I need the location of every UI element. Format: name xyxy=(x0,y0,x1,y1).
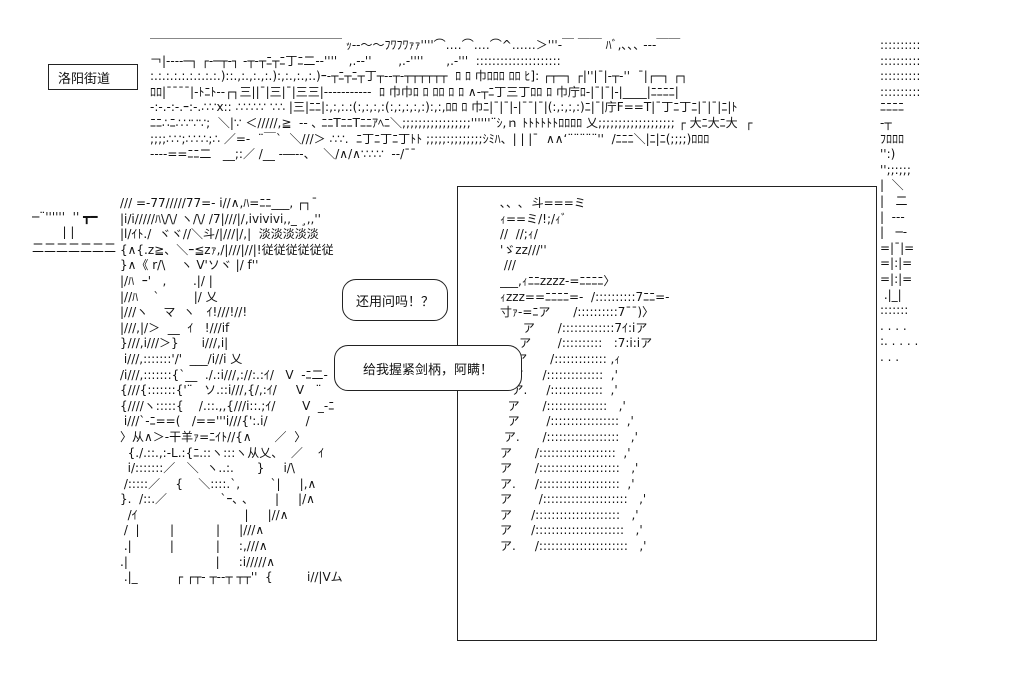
left-edge-scenery: ─¨'''''' '' ┳━ | | 二二二二二二二 xyxy=(32,209,117,255)
place-label: 洛阳街道 xyxy=(58,72,111,87)
right-edge-scenery: :::::::::: :::::::::: :::::::::: :::::::… xyxy=(880,38,921,364)
sword-drawing: ､、､ 斗===ミ ｨ==ミ/!;/ｨﾞ // //;ｨ/ 'ゞzz///'' … xyxy=(500,196,670,554)
warrior-character: /// =-77/////77=- i//∧,ﾊ=ﾆﾆ___, ┌┐¯ |i/i… xyxy=(120,196,343,585)
sword-panel xyxy=(457,186,877,641)
speech-bubble-question: 还用问吗！？ xyxy=(342,279,448,321)
city-street-background: ￣￣￣￣￣￣￣￣￣￣￣￣￣￣￣￣ ｯ‐‐～～ﾌﾜﾌﾜｧｧ''''⌒‥‥⌒‥‥⌒^… xyxy=(150,38,753,162)
place-label-frame xyxy=(48,64,138,90)
speech-bubble-line: 给我握紧剑柄，阿瞒！ xyxy=(334,345,522,391)
speech-line-text: 给我握紧剑柄，阿瞒！ xyxy=(362,362,493,378)
speech-question-text: 还用问吗！？ xyxy=(355,294,434,310)
